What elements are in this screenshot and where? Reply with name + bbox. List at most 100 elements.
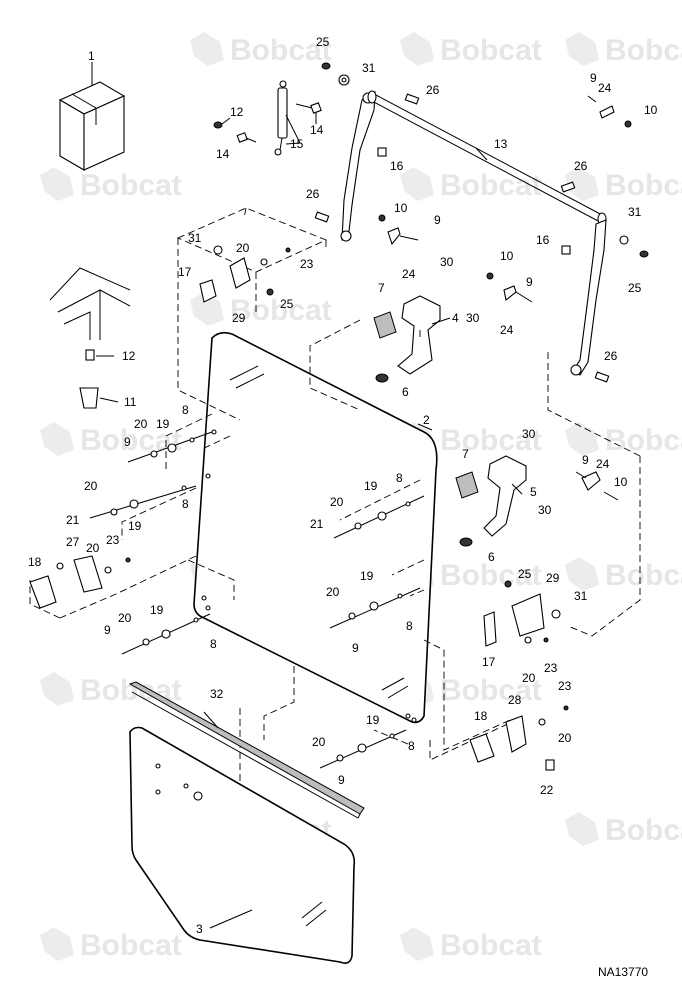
callout-9b: 9 xyxy=(590,71,597,85)
hinge-group-upper-left xyxy=(176,207,328,303)
part-32-seal-strip xyxy=(128,681,365,819)
dashed-leaders xyxy=(29,207,641,784)
watermark-logo-icon xyxy=(40,167,74,201)
callout-8b: 8 xyxy=(182,497,189,511)
callout-9e: 9 xyxy=(582,453,589,467)
watermark-text: Bobcat xyxy=(440,674,542,707)
callout-8c: 8 xyxy=(396,471,403,485)
callout-19c: 19 xyxy=(364,479,378,493)
watermark-text: Bobcat xyxy=(605,814,682,847)
watermark-logo-icon xyxy=(40,672,74,706)
watermark-logo-icon xyxy=(565,812,599,846)
callout-26a: 26 xyxy=(426,83,440,97)
callout-20d: 20 xyxy=(86,541,100,555)
callout-26b: 26 xyxy=(306,187,320,201)
callout-25c: 25 xyxy=(628,281,642,295)
callout-30b: 30 xyxy=(466,311,480,325)
callout-22: 22 xyxy=(540,783,554,797)
callout-19b: 19 xyxy=(128,519,142,533)
callout-14b: 14 xyxy=(310,123,324,137)
callout-17b: 17 xyxy=(482,655,496,669)
callout-13: 13 xyxy=(494,137,508,151)
callout-8e: 8 xyxy=(210,637,217,651)
callout-26c: 26 xyxy=(574,159,588,173)
hardware-left-rows xyxy=(29,431,213,655)
watermark-text: Bobcat xyxy=(605,169,682,202)
watermark-logo-icon xyxy=(565,167,599,201)
callout-20f: 20 xyxy=(326,585,340,599)
callout-8d: 8 xyxy=(406,619,413,633)
callout-25d: 25 xyxy=(518,567,532,581)
callout-23b: 23 xyxy=(106,533,120,547)
callout-19e: 19 xyxy=(150,603,164,617)
hinge-group-lower-right xyxy=(469,471,619,771)
part-13-linkage-bar xyxy=(340,90,607,376)
callout-leaders xyxy=(91,63,523,929)
callout-31b: 31 xyxy=(188,231,202,245)
callout-1: 1 xyxy=(88,49,95,63)
callout-19a: 19 xyxy=(156,417,170,431)
watermark-text: Bobcat xyxy=(80,929,182,962)
watermark-logo-icon xyxy=(190,292,224,326)
callout-20i: 20 xyxy=(522,671,536,685)
callout-31d: 31 xyxy=(574,589,588,603)
watermark-text: Bobcat xyxy=(80,169,182,202)
callout-32: 32 xyxy=(210,687,224,701)
callout-3: 3 xyxy=(196,922,203,936)
callout-27: 27 xyxy=(66,535,80,549)
watermark-logo-icon xyxy=(400,167,434,201)
callout-12b: 12 xyxy=(122,349,136,363)
callout-10a: 10 xyxy=(394,201,408,215)
watermark-text: Bobcat xyxy=(605,34,682,67)
callout-15: 15 xyxy=(290,137,304,151)
callout-11: 11 xyxy=(124,395,137,409)
hardware-upper-left xyxy=(213,102,322,143)
callout-21a: 21 xyxy=(66,513,80,527)
watermark-logo-icon xyxy=(400,927,434,961)
part-2-door-glass xyxy=(193,331,438,724)
callout-9g: 9 xyxy=(352,641,359,655)
watermark-logo-icon xyxy=(565,32,599,66)
callout-20j: 20 xyxy=(558,731,572,745)
watermark-logo-icon xyxy=(40,927,74,961)
callout-6b: 6 xyxy=(488,550,495,564)
callout-30d: 30 xyxy=(538,503,552,517)
callout-16b: 16 xyxy=(536,233,550,247)
callout-labels: 1 2 3 4 5 6 6 7 7 8 8 8 8 8 8 9 9 9 9 9 … xyxy=(28,35,658,936)
callout-29b: 29 xyxy=(546,571,560,585)
callout-26d: 26 xyxy=(604,349,618,363)
callout-8f: 8 xyxy=(408,739,415,753)
callout-9c: 9 xyxy=(434,213,441,227)
callout-31a: 31 xyxy=(362,61,376,75)
callout-24a: 24 xyxy=(402,267,416,281)
figure-code: NA13770 xyxy=(598,965,648,979)
callout-30a: 30 xyxy=(440,255,454,269)
callout-18a: 18 xyxy=(28,555,42,569)
watermark-text: Bobcat xyxy=(80,424,182,457)
watermark-text: Bobcat xyxy=(440,559,542,592)
watermark-logo-icon xyxy=(190,32,224,66)
watermark-text: Bobcat xyxy=(440,34,542,67)
callout-31c: 31 xyxy=(628,205,642,219)
callout-8a: 8 xyxy=(182,403,189,417)
callout-25b: 25 xyxy=(280,297,294,311)
callout-23c: 23 xyxy=(544,661,558,675)
callout-23a: 23 xyxy=(300,257,314,271)
part-5-handle xyxy=(455,455,527,547)
callout-20b: 20 xyxy=(236,241,250,255)
callout-10c: 10 xyxy=(500,249,514,263)
callout-19d: 19 xyxy=(360,569,374,583)
callout-7a: 7 xyxy=(378,281,385,295)
watermark-text: Bobcat xyxy=(230,34,332,67)
callout-18b: 18 xyxy=(474,709,488,723)
callout-14a: 14 xyxy=(216,147,230,161)
watermark-logo-icon xyxy=(565,557,599,591)
callout-25a: 25 xyxy=(316,35,330,49)
callout-20e: 20 xyxy=(330,495,344,509)
callout-28: 28 xyxy=(508,693,522,707)
part-15-gas-strut xyxy=(274,80,301,156)
callout-20c: 20 xyxy=(84,479,98,493)
callout-17a: 17 xyxy=(178,265,192,279)
watermark-text: Bobcat xyxy=(440,929,542,962)
